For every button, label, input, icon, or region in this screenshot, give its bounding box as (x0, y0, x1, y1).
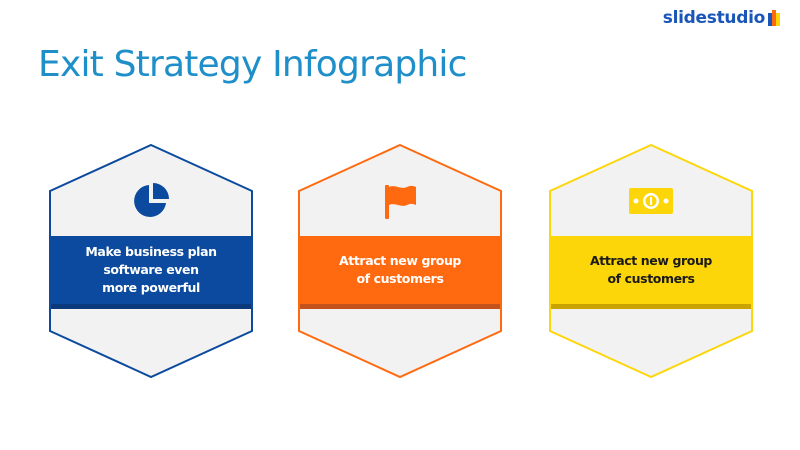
pie-chart-icon (126, 181, 176, 221)
card-text: Attract new group of customers (339, 253, 461, 286)
strategy-card-2: Attract new group of customers (297, 143, 503, 379)
card-band (50, 236, 252, 304)
brand-logo-text: slidestudio (662, 8, 766, 28)
hexagon-outline (49, 143, 253, 379)
hexagon-outline (298, 143, 502, 379)
card-band (299, 236, 501, 304)
hexagon-shape (49, 143, 253, 379)
page-title: Exit Strategy Infographic (38, 44, 467, 85)
flag-icon (375, 181, 425, 221)
card-band-stripe (550, 304, 752, 309)
card-band-stripe (299, 304, 501, 309)
card-text: Attract new group of customers (590, 253, 712, 286)
strategy-card-3: Attract new group of customers (548, 143, 754, 379)
strategy-card-1: Make business plan software even more po… (48, 143, 254, 379)
hexagon-outline (549, 143, 753, 379)
hexagon-shape (549, 143, 753, 379)
money-bill-icon (626, 181, 676, 221)
card-text: Make business plan software even more po… (85, 244, 217, 295)
card-band-stripe (50, 304, 252, 309)
card-band (550, 236, 752, 304)
hexagon-shape (298, 143, 502, 379)
brand-logo-icon (768, 10, 780, 26)
brand-logo: slidestudio (663, 8, 780, 28)
